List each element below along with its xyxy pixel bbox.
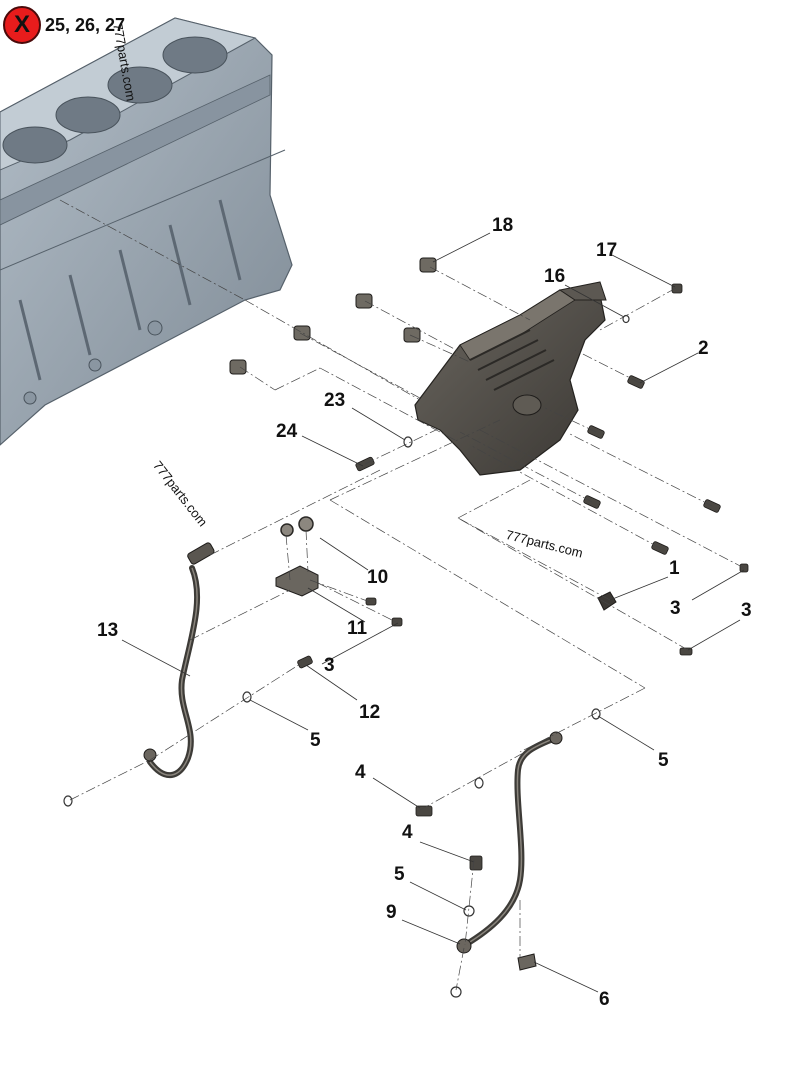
tube-13-end [143,748,157,762]
callout-13: 13 [97,620,119,641]
engine-block [0,17,293,446]
plugs-18 [229,257,437,375]
callout-5-c: 5 [394,864,405,885]
leader-lines [121,232,745,993]
callout-4-a: 4 [355,762,366,783]
callout-3-a: 3 [670,598,681,619]
callout-16: 16 [544,266,566,287]
callout-6: 6 [599,989,610,1010]
callout-23: 23 [324,390,346,411]
oil-tube-9 [462,735,558,948]
clamps-10 [280,516,314,537]
callout-12: 12 [359,702,381,723]
callout-4-b: 4 [402,822,413,843]
oil-tube-13-highlight [149,567,198,776]
remove-parts-badge: X [3,6,41,44]
callout-18: 18 [492,215,514,236]
x-icon: X [13,11,30,38]
oil-pump-housing [414,281,607,476]
callout-1: 1 [669,558,680,579]
callout-2: 2 [698,338,709,359]
oil-tube-9-highlight [464,737,556,946]
callout-24: 24 [276,421,298,442]
callout-17: 17 [596,240,618,261]
callout-10: 10 [367,567,389,588]
related-items-label: 25, 26, 27 [45,15,126,35]
callout-5-b: 5 [658,750,669,771]
callout-3-b: 3 [741,600,752,621]
clip-1 [597,591,617,611]
tube-9-fitting-bottom [456,938,472,954]
callout-5-a: 5 [310,730,321,751]
callout-9: 9 [386,902,397,923]
tube-9-fitting-top [549,731,563,745]
tube-13-fitting [187,542,215,565]
bracket-11 [275,565,319,597]
callout-3-c: 3 [324,655,335,676]
dash-dot-lines [59,199,745,991]
callout-11: 11 [347,618,368,639]
o-rings [63,314,630,998]
clamp-6 [517,953,537,971]
